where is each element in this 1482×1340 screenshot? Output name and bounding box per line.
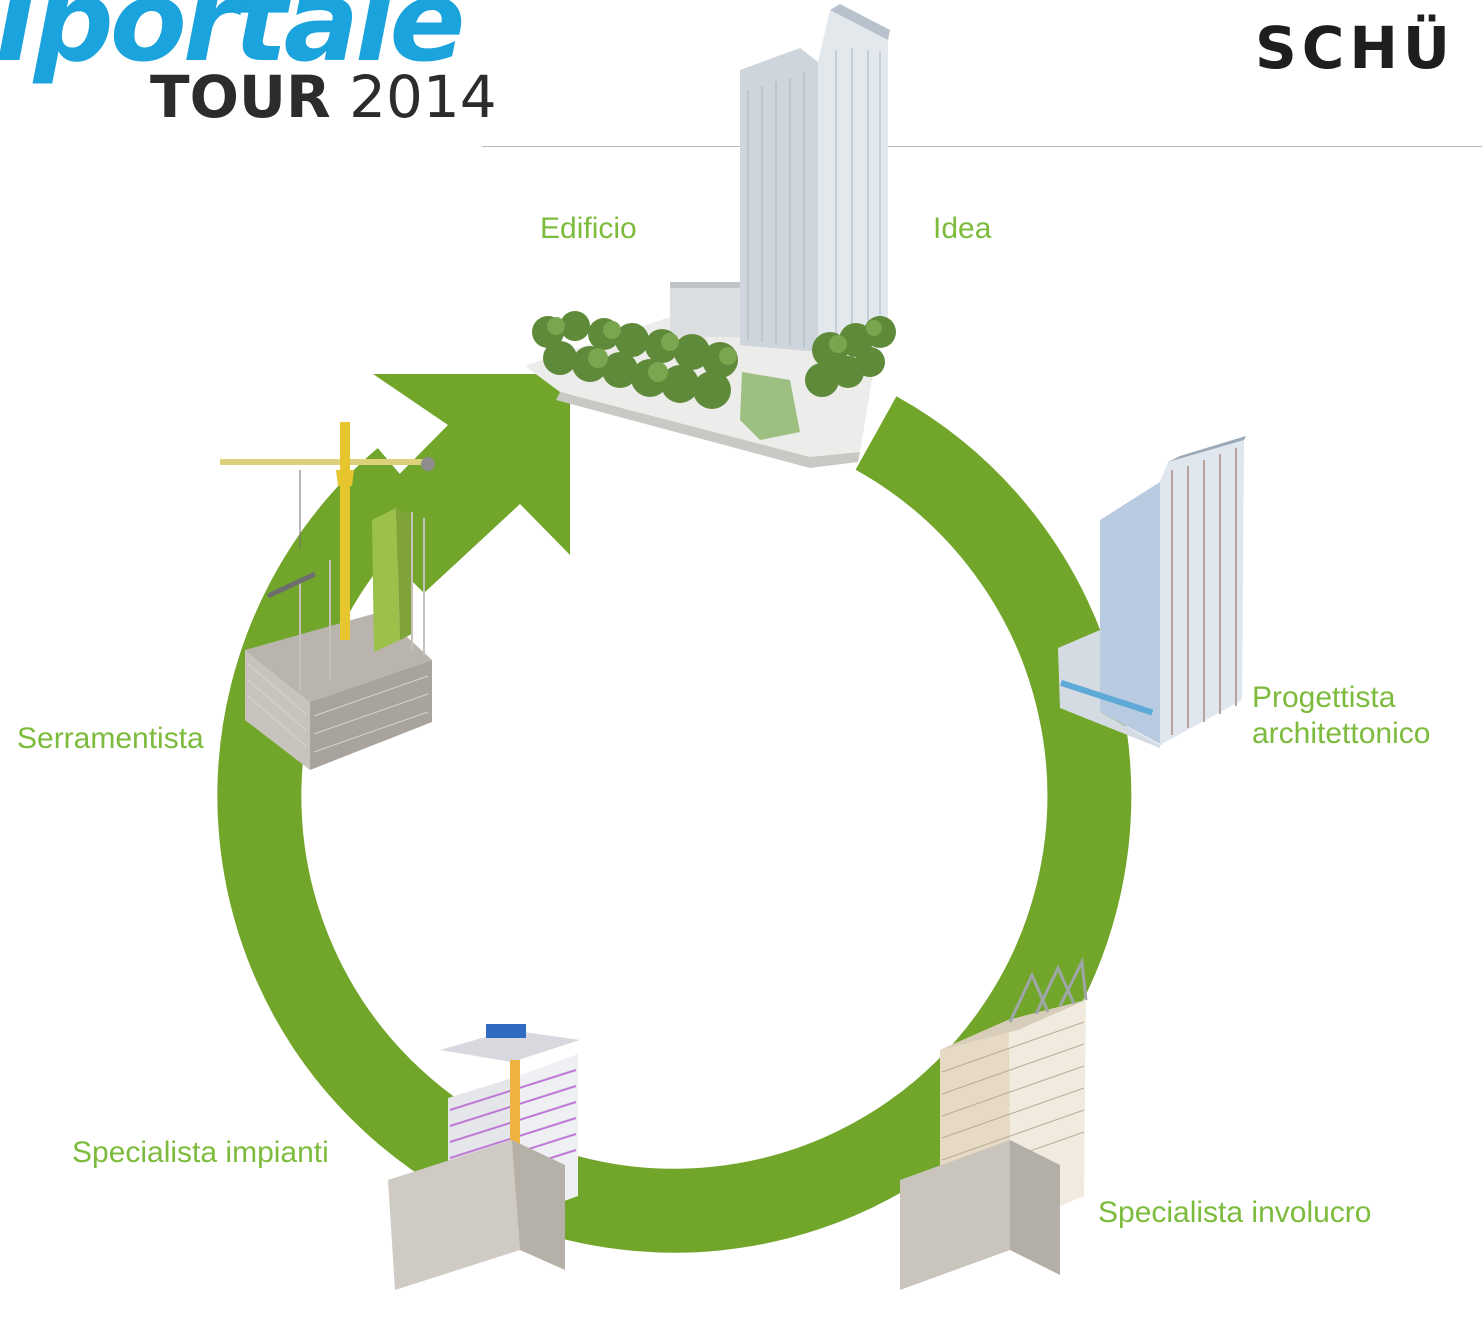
logo-tour-label: TOUR: [150, 63, 331, 131]
header-divider: [482, 146, 1482, 147]
label-edificio: Edificio: [540, 212, 637, 245]
registered-mark-icon: [368, 8, 378, 18]
label-specialista-impianti: Specialista impianti: [72, 1136, 329, 1169]
construction-site-illustration: [220, 422, 435, 770]
logo-wordmark: Iportale: [0, 0, 465, 87]
label-specialista-involucro: Specialista involucro: [1098, 1196, 1372, 1229]
architectural-model-illustration: [1058, 436, 1246, 748]
logo-tour-year: TOUR 2014: [150, 68, 497, 126]
completed-building-illustration: [525, 4, 896, 468]
envelope-model-illustration: [900, 956, 1088, 1290]
brand-logo-right: SCHÜ: [1255, 14, 1455, 82]
label-serramentista: Serramentista: [17, 722, 204, 755]
logo-year: 2014: [349, 63, 497, 131]
label-progettista-line1: Progettista: [1252, 681, 1396, 714]
label-progettista-architettonico: Progettista architettonico: [1252, 680, 1430, 752]
label-progettista-line2: architettonico: [1252, 717, 1431, 750]
label-idea: Idea: [933, 212, 992, 245]
iportale-tour-logo: Iportale TOUR 2014: [0, 0, 497, 150]
mep-systems-model-illustration: [388, 1024, 580, 1290]
